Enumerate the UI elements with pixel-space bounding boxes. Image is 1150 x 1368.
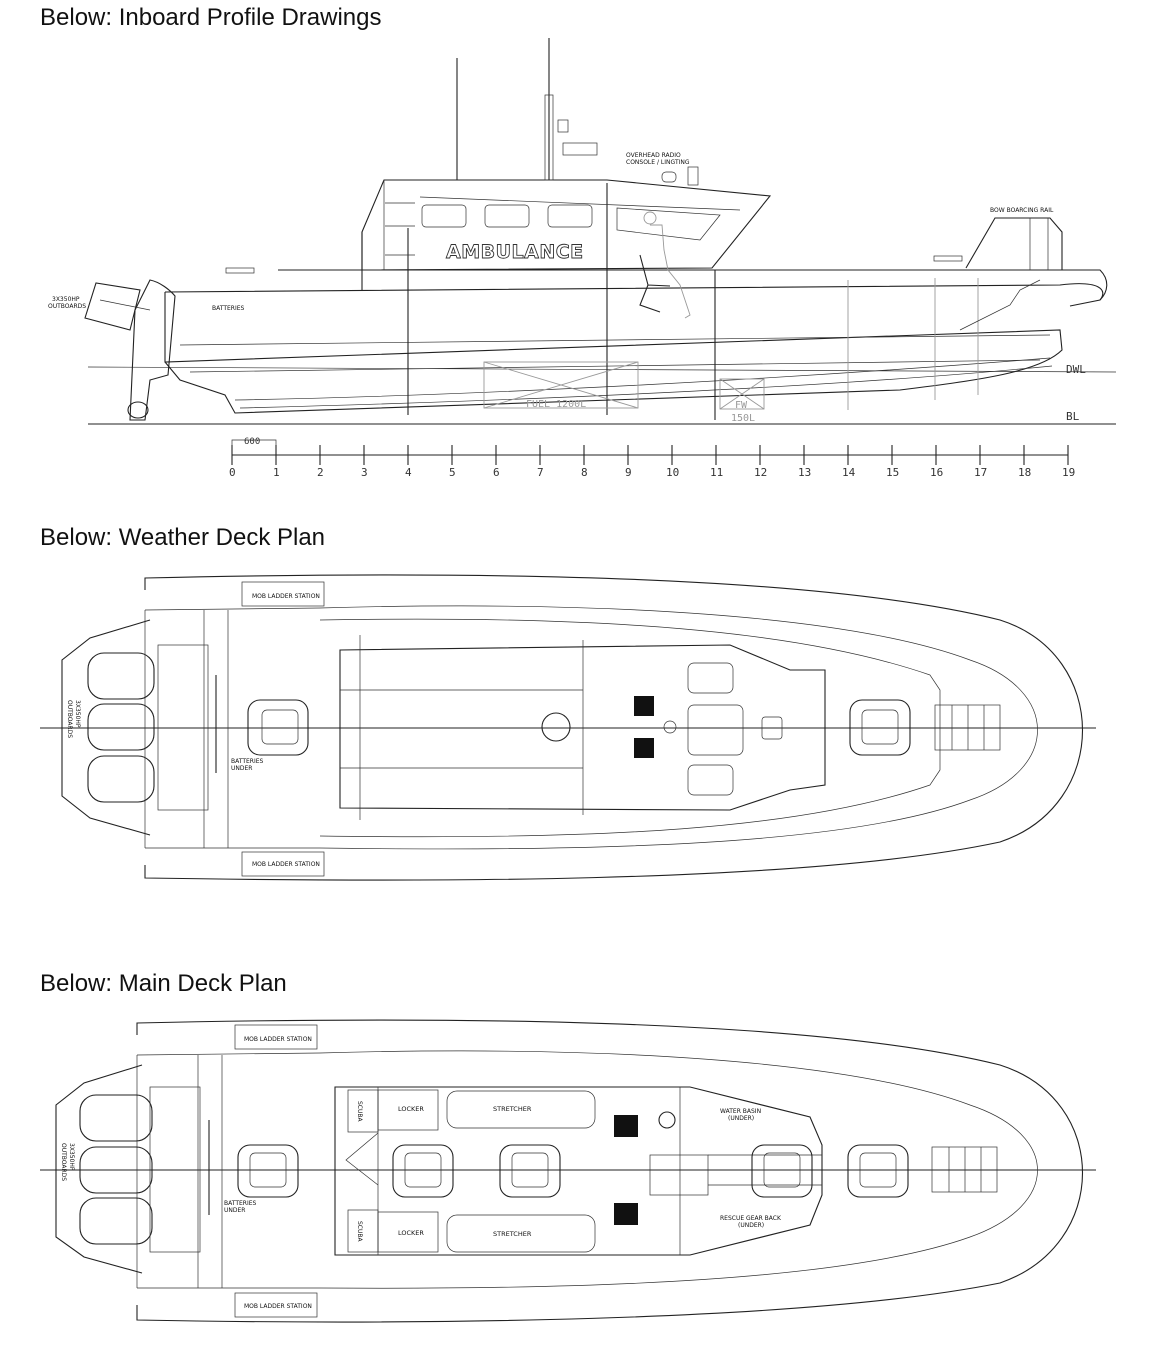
wheelhouse-roof (339, 635, 826, 820)
scale-tick-label: 8 (581, 466, 588, 479)
batteries-label: BATTERIES (224, 1200, 257, 1207)
locker-top: LOCKER (377, 1089, 439, 1131)
locker-bottom: LOCKER (377, 1211, 439, 1253)
scuba-storage-top: SCUBA (347, 1089, 379, 1133)
heading-weather-deck: Below: Weather Deck Plan (40, 524, 326, 551)
outboards-label-line1: 3X350HP (74, 700, 81, 728)
scale-tick-label: 3 (361, 466, 368, 479)
deck-hatch-4 (751, 1144, 813, 1198)
mob-ladder-station-top: MOB LADDER STATION (252, 593, 320, 600)
scuba-label-top: SCUBA (356, 1101, 363, 1123)
scale-tick-label: 4 (405, 466, 412, 479)
scale-tick-label: 15 (886, 466, 899, 479)
bow-rail-label: BOW BOARCING RAIL (990, 207, 1054, 214)
scale-tick-label: 12 (754, 466, 767, 479)
water-basin-under-label: (UNDER) (728, 1115, 754, 1122)
batteries-label: BATTERIES (212, 305, 245, 312)
stretcher-label-bottom: STRETCHER (493, 1230, 532, 1238)
hull-outline (144, 574, 1084, 881)
overhead-radio-label: OVERHEAD RADIO (626, 152, 681, 159)
heading-main-deck: Below: Main Deck Plan (40, 970, 287, 997)
deck-hatch-1 (237, 1144, 299, 1198)
outboard-motors (84, 279, 176, 421)
outboards-label-line2: OUTBOARDS (60, 1143, 67, 1181)
batteries-label: BATTERIES (231, 758, 264, 765)
bow-boarding-rail (959, 217, 1063, 331)
mast-antennas (456, 38, 699, 186)
outboards-label-line2: OUTBOARDS (66, 700, 73, 738)
batteries-under-label: UNDER (224, 1207, 245, 1214)
wheelhouse: AMBULANCE (361, 179, 772, 290)
scale-tick-label: 1 (273, 466, 280, 479)
deck-hatch-3 (499, 1144, 561, 1198)
scale-tick-label: 13 (798, 466, 811, 479)
deck-hatch-forward (849, 699, 911, 756)
rescue-gear-under-label: (UNDER) (738, 1222, 764, 1229)
scale-tick-label: 17 (974, 466, 987, 479)
fw-tank-capacity: 150L (731, 413, 755, 424)
fw-tank-label: FW (735, 400, 748, 411)
deck-hatch-5 (847, 1144, 909, 1198)
scale-tick-label: 6 (493, 466, 500, 479)
scale-tick-label: 10 (666, 466, 679, 479)
outboards-label-line1: 3X350HP (68, 1143, 75, 1171)
fresh-water-tank: FW 150L (719, 378, 765, 424)
stretcher-bottom: STRETCHER (446, 1214, 596, 1253)
deck-hatch-aft (247, 699, 309, 756)
main-deck-plan: MOB LADDER STATION MOB LADDER STATION 3X… (40, 1019, 1096, 1323)
scale-tick-label: 5 (449, 466, 456, 479)
scale-tick-label: 11 (710, 466, 723, 479)
scale-tick-label: 18 (1018, 466, 1031, 479)
locker-label-bottom: LOCKER (398, 1229, 424, 1237)
outboards-label-line2: OUTBOARDS (48, 303, 86, 310)
scale-tick-label: 14 (842, 466, 856, 479)
scale-tick-label: 16 (930, 466, 943, 479)
bl-label: BL (1066, 410, 1080, 423)
stretcher-top: STRETCHER (446, 1090, 596, 1129)
hull-profile (164, 183, 1108, 420)
mob-ladder-station-bottom: MOB LADDER STATION (252, 861, 320, 868)
rescue-gear-label: RESCUE GEAR BACK (720, 1215, 782, 1222)
scale-tick-label: 19 (1062, 466, 1075, 479)
mob-ladder-station-top: MOB LADDER STATION (244, 1036, 312, 1043)
helm-seats (614, 1111, 676, 1225)
scale-tick-label: 7 (537, 466, 544, 479)
stretcher-label-top: STRETCHER (493, 1105, 532, 1113)
fuel-tank-label: FUEL 1200L (526, 399, 586, 410)
hull-outline (136, 1019, 1084, 1323)
dwl-line (87, 366, 1117, 373)
scale-spacing-label: 600 (244, 437, 260, 447)
outboard-motors-top-view (61, 619, 209, 836)
scuba-label-bottom: SCUBA (356, 1221, 363, 1243)
water-basin-label: WATER BASIN (720, 1108, 761, 1115)
scuba-storage-bottom: SCUBA (347, 1209, 379, 1253)
batteries-under-label: UNDER (231, 765, 252, 772)
fuel-tank: FUEL 1200L (483, 361, 639, 410)
bow-steps (934, 704, 1001, 751)
weather-deck-plan: MOB LADDER STATION MOB LADDER STATION 3X… (40, 574, 1096, 881)
heading-inboard-profile: Below: Inboard Profile Drawings (40, 4, 382, 31)
outboard-motors-top-view (55, 1064, 201, 1274)
outboards-label-line1: 3X350HP (52, 296, 80, 303)
dwl-label: DWL (1066, 363, 1086, 376)
deck-hatch-2 (392, 1144, 454, 1198)
scale-tick-label: 9 (625, 466, 632, 479)
ambulance-lettering: AMBULANCE (446, 241, 584, 263)
mob-ladder-station-bottom: MOB LADDER STATION (244, 1303, 312, 1310)
locker-label-top: LOCKER (398, 1105, 424, 1113)
scale-tick-label: 2 (317, 466, 324, 479)
overhead-console-label: CONSOLE / LINGTING (626, 159, 690, 166)
scale-tick-label: 0 (229, 466, 236, 479)
bow-steps (931, 1146, 998, 1193)
transom-cleat (225, 255, 963, 274)
inboard-profile-drawing: AMBULANCE FUEL 1200L (48, 38, 1117, 479)
helm-seat-figure (639, 211, 691, 319)
